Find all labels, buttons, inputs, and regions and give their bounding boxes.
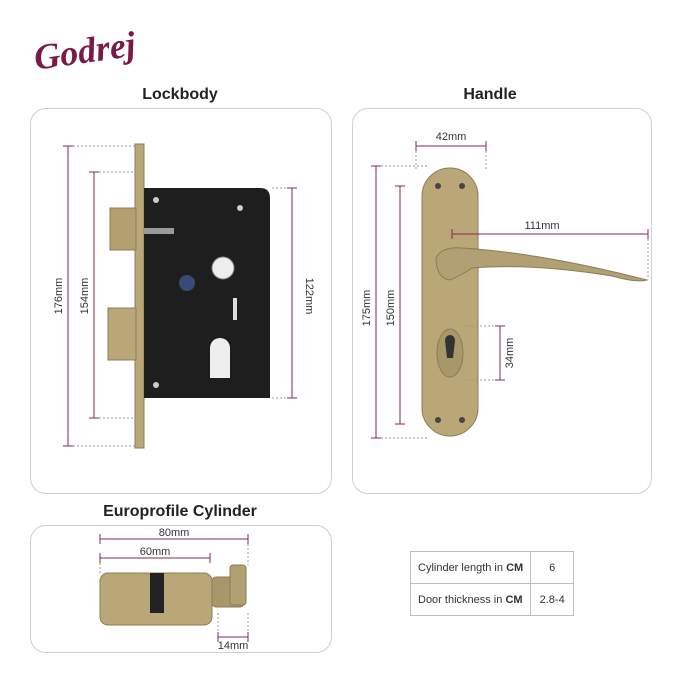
- cam-slot: [150, 573, 164, 613]
- godrej-logo: Godrej: [31, 24, 139, 78]
- lockbody-diagram: 176mm 154mm 122mm: [53, 143, 315, 449]
- knob-grip: [229, 564, 247, 606]
- screw-hole: [237, 205, 243, 211]
- lockbody-title: Lockbody: [142, 86, 218, 103]
- dimension-80: [99, 534, 249, 565]
- lock-case: [144, 188, 270, 398]
- deadbolt: [107, 307, 137, 361]
- dim-label-175: 175mm: [361, 290, 373, 327]
- dim-label-122: 122mm: [303, 278, 315, 315]
- latch: [109, 207, 137, 251]
- cylinder-hole: [210, 338, 230, 378]
- screw: [435, 183, 441, 189]
- screw-hole: [153, 197, 159, 203]
- handle-backplate: [421, 167, 479, 437]
- dim-label-80: 80mm: [159, 527, 190, 539]
- dim-label-154: 154mm: [79, 278, 91, 315]
- screw-hole: [153, 382, 159, 388]
- spindle-hole: [211, 256, 235, 280]
- dimension-150: [395, 185, 405, 425]
- handle-title: Handle: [463, 86, 517, 103]
- screw: [435, 417, 441, 423]
- screw: [459, 417, 465, 423]
- spec-table: Cylinder length in CM 6 Door thickness i…: [409, 551, 575, 616]
- dim-label-42: 42mm: [436, 131, 467, 143]
- screw: [459, 183, 465, 189]
- spec-value-door-thickness: 2.8-4: [530, 583, 575, 616]
- dim-label-150: 150mm: [385, 290, 397, 327]
- dim-label-111: 111mm: [524, 220, 559, 232]
- dim-label-176: 176mm: [53, 278, 65, 315]
- handle-diagram: 42mm 175mm 150mm 111mm 34mm: [361, 131, 649, 439]
- dimension-111: [451, 229, 649, 278]
- dim-label-34: 34mm: [504, 338, 516, 369]
- slot: [233, 298, 237, 320]
- spec-value-cylinder-length: 6: [530, 551, 575, 584]
- face-plate: [134, 143, 145, 449]
- cylinder-diagram: 80mm 60mm 14mm: [99, 527, 249, 651]
- keyhole: [445, 335, 455, 358]
- blue-pin: [179, 275, 195, 291]
- handle-panel: [352, 108, 652, 494]
- dim-label-14: 14mm: [218, 640, 249, 651]
- dimension-175: [371, 165, 427, 439]
- dimension-34: [464, 325, 505, 381]
- dimension-42: [415, 141, 487, 170]
- cylinder-title: Europrofile Cylinder: [103, 503, 257, 520]
- dimension-60: [99, 553, 211, 573]
- dimension-176: [63, 145, 140, 447]
- dimension-14: [217, 613, 249, 642]
- dimension-154: [89, 171, 135, 419]
- svg-text:Godrej: Godrej: [31, 24, 139, 78]
- table-row: Cylinder length in CM 6: [409, 551, 575, 584]
- spring: [144, 228, 174, 234]
- spec-label-door-thickness: Door thickness in CM: [409, 583, 532, 616]
- dimension-122: [272, 187, 297, 399]
- spec-label-cylinder-length: Cylinder length in CM: [409, 551, 532, 584]
- table-row: Door thickness in CM 2.8-4: [409, 583, 575, 616]
- lever-handle: [435, 247, 649, 282]
- dim-label-60: 60mm: [140, 546, 171, 558]
